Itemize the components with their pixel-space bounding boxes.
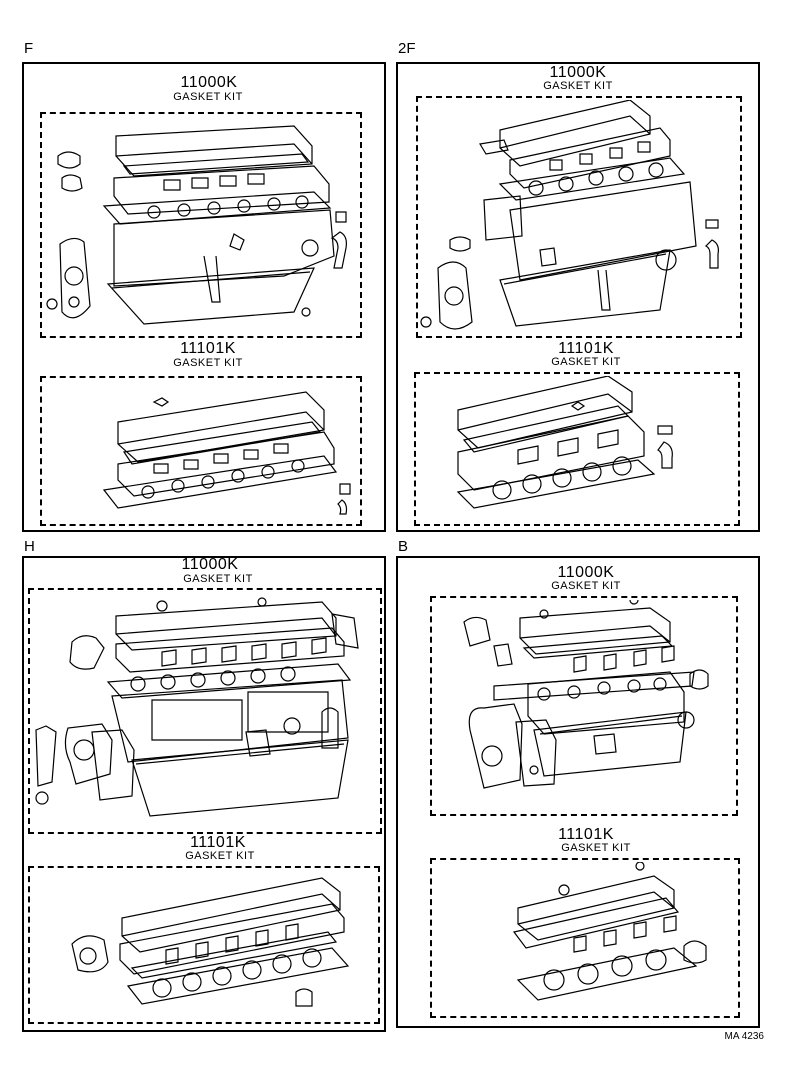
kit-frame-lower-h xyxy=(28,866,380,1024)
panel-2f xyxy=(396,62,760,532)
part-number-lower-f: 11101K xyxy=(180,340,236,357)
section-letter-2f: 2F xyxy=(398,40,416,57)
engine-drawing-full-kit-b xyxy=(434,600,734,812)
kit-frame-upper-b xyxy=(430,596,738,816)
engine-drawing-full-kit-2f xyxy=(420,100,738,334)
part-number-upper-h: 11000K xyxy=(181,556,239,573)
kit-frame-lower-f xyxy=(40,376,362,526)
panel-b xyxy=(396,556,760,1028)
part-number-upper-f: 11000K xyxy=(180,74,238,91)
kit-label-lower-f: GASKET KIT xyxy=(173,357,243,369)
reference-code: MA 4236 xyxy=(724,1031,764,1042)
engine-drawing-head-kit-f xyxy=(44,380,358,522)
part-number-lower-2f: 11101K xyxy=(558,340,614,357)
kit-label-upper-2f: GASKET KIT xyxy=(543,80,613,92)
part-number-upper-2f: 11000K xyxy=(549,64,607,81)
engine-drawing-head-kit-b xyxy=(434,862,736,1014)
kit-label-lower-2f: GASKET KIT xyxy=(551,356,621,368)
kit-frame-lower-b xyxy=(430,858,740,1018)
part-number-lower-b: 11101K xyxy=(558,826,614,843)
panel-f xyxy=(22,62,386,532)
section-letter-f: F xyxy=(24,40,34,57)
kit-frame-upper-2f xyxy=(416,96,742,338)
section-letter-h: H xyxy=(24,538,35,555)
engine-drawing-full-kit-h xyxy=(32,592,378,830)
engine-drawing-head-kit-2f xyxy=(418,376,736,522)
kit-label-upper-f: GASKET KIT xyxy=(173,91,243,103)
engine-drawing-full-kit-f xyxy=(44,116,358,334)
panel-h xyxy=(22,556,386,1032)
kit-label-lower-b: GASKET KIT xyxy=(561,842,631,854)
kit-frame-upper-h xyxy=(28,588,382,834)
kit-label-upper-h: GASKET KIT xyxy=(183,573,253,585)
kit-label-upper-b: GASKET KIT xyxy=(551,580,621,592)
engine-drawing-head-kit-h xyxy=(32,870,376,1020)
section-letter-b: B xyxy=(398,538,409,555)
kit-frame-lower-2f xyxy=(414,372,740,526)
kit-label-lower-h: GASKET KIT xyxy=(185,850,255,862)
kit-frame-upper-f xyxy=(40,112,362,338)
part-number-upper-b: 11000K xyxy=(557,564,615,581)
part-number-lower-h: 11101K xyxy=(190,834,246,851)
